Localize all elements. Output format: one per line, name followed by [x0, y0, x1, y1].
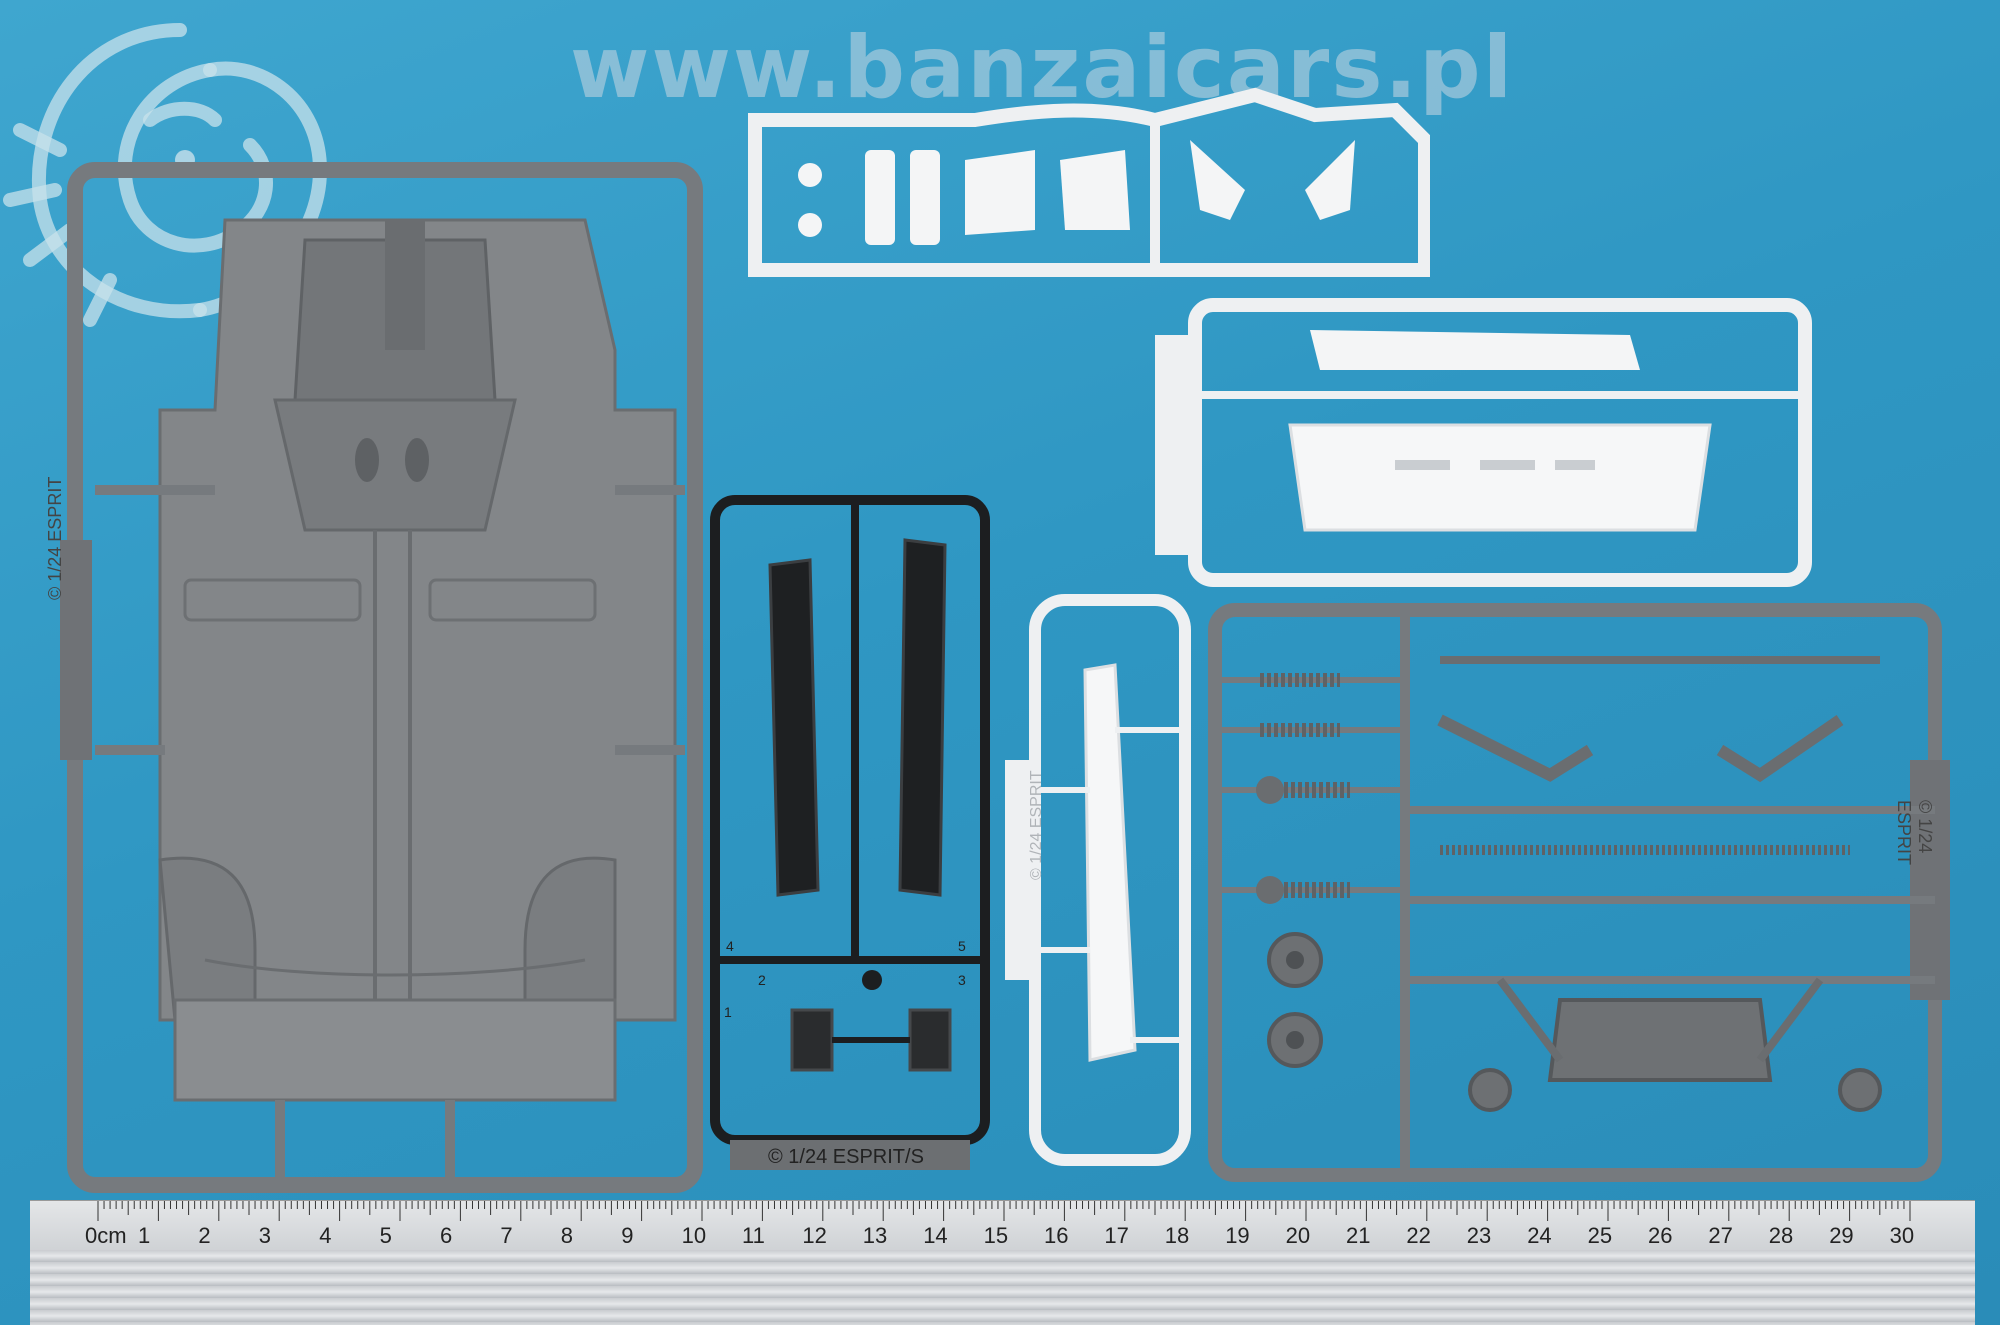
ruler-number: 7: [500, 1223, 513, 1248]
black-part-number-4: 4: [726, 938, 734, 954]
ruler-ticks-icon: [97, 1201, 1911, 1221]
ruler-body: [30, 1250, 1975, 1325]
ruler-number: 16: [1044, 1223, 1069, 1248]
ruler-number: 29: [1829, 1223, 1854, 1248]
gray-left-sprue-stamp: © 1/24 ESPRIT: [45, 476, 65, 600]
ruler-unit-label: 0cm: [85, 1223, 127, 1248]
ruler-number: 30: [1889, 1223, 1915, 1248]
black-part-number-3: 3: [958, 972, 966, 988]
gray-suspension-sprue: [1208, 603, 1950, 1182]
ruler-number: 13: [862, 1223, 888, 1248]
ruler-number: 2: [198, 1223, 211, 1248]
white-narrow-sprue-stamp: © 1/24 ESPRIT: [1028, 770, 1045, 880]
ruler-number: 8: [560, 1223, 574, 1248]
ruler-number: 6: [440, 1223, 453, 1248]
watermark-text: www.banzaicars.pl: [570, 18, 1515, 118]
ruler-number: 18: [1164, 1223, 1190, 1248]
white-narrow-sprue: [1005, 594, 1191, 1166]
white-bumper-sprue: [1155, 298, 1812, 587]
ruler-number: 25: [1587, 1223, 1613, 1248]
ruler-number: 26: [1648, 1223, 1673, 1248]
ruler-number: 24: [1527, 1223, 1552, 1248]
black-part-number-1: 1: [724, 1004, 732, 1020]
ruler-number: 15: [983, 1223, 1009, 1248]
ruler-number: 10: [681, 1223, 707, 1248]
ruler-number: 11: [742, 1223, 765, 1248]
black-part-number-5: 5: [958, 938, 966, 954]
ruler-number: 21: [1346, 1223, 1371, 1248]
black-parts-sprue: [710, 495, 990, 1170]
ruler-number: 27: [1708, 1223, 1733, 1248]
ruler-number: 1: [138, 1223, 151, 1248]
ruler-number: 28: [1768, 1223, 1794, 1248]
black-part-number-2: 2: [758, 972, 766, 988]
ruler-number: 9: [621, 1223, 634, 1248]
ruler-number: 14: [923, 1223, 948, 1248]
ruler-number: 19: [1225, 1223, 1250, 1248]
ruler-number: 3: [258, 1223, 272, 1248]
gray-chassis-sprue: [60, 162, 703, 1193]
white-small-parts-sprue: [748, 87, 1430, 277]
ruler-number: 20: [1285, 1223, 1311, 1248]
ruler-number: 5: [379, 1223, 392, 1248]
ruler-number: 17: [1104, 1223, 1129, 1248]
black-sprue-stamp: © 1/24 ESPRIT/S: [768, 1146, 924, 1168]
ruler-number: 23: [1466, 1223, 1492, 1248]
ruler-number: 12: [802, 1223, 827, 1248]
ruler-number: 4: [319, 1223, 332, 1248]
ruler-number: 22: [1406, 1223, 1431, 1248]
gray-right-sprue-stamp: © 1/24 ESPRIT: [1894, 800, 1935, 866]
